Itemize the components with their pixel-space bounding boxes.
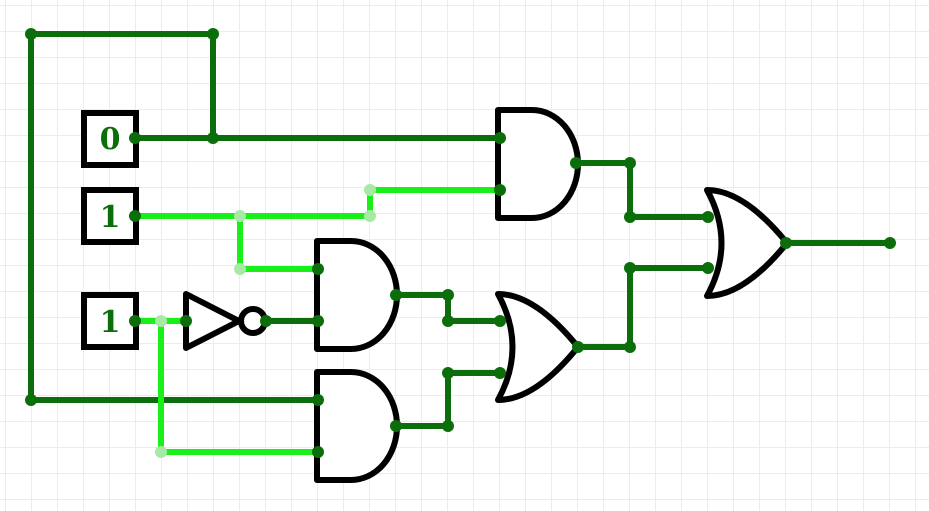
port-dot	[390, 289, 402, 301]
junction-dot	[624, 211, 636, 223]
input1-to-and2-wire[interactable]	[237, 213, 321, 272]
port-dot	[129, 132, 141, 144]
port-dot	[129, 315, 141, 327]
wires-low	[28, 31, 893, 429]
and3-to-or1-wire[interactable]	[393, 370, 503, 429]
and-gate-3[interactable]	[314, 369, 400, 483]
port-dot	[494, 367, 506, 379]
feedback-loop-wire[interactable]	[28, 31, 321, 403]
junction-dot	[207, 132, 219, 144]
port-dot	[260, 315, 272, 327]
and-gate-1[interactable]	[495, 107, 581, 221]
port-dot	[312, 446, 324, 458]
port-dot	[572, 341, 584, 353]
junction-dot	[624, 262, 636, 274]
input-switch-0-value: 0	[100, 122, 121, 157]
junction-dot	[234, 263, 246, 275]
input-switch-2[interactable]: 1	[81, 292, 139, 350]
junction-dot	[442, 315, 454, 327]
input-switch-1-value: 1	[100, 200, 121, 235]
junction-dot	[624, 157, 636, 169]
port-dot	[312, 263, 324, 275]
port-dot	[494, 184, 506, 196]
connection-dots	[25, 28, 896, 458]
port-dot	[180, 315, 192, 327]
and2-to-or1-wire[interactable]	[393, 292, 503, 324]
junction-dot	[624, 341, 636, 353]
port-dot	[570, 157, 582, 169]
port-dot	[702, 211, 714, 223]
junction-dot	[25, 394, 37, 406]
not-gate[interactable]	[183, 291, 242, 351]
junction-dot	[155, 446, 167, 458]
input-switch-0[interactable]: 0	[81, 110, 139, 168]
port-dot	[494, 132, 506, 144]
port-dot	[129, 210, 141, 222]
junction-dot	[442, 367, 454, 379]
input-switch-1[interactable]: 1	[81, 187, 139, 245]
port-dot	[780, 237, 792, 249]
junction-dot	[364, 210, 376, 222]
port-dot	[494, 315, 506, 327]
or1-to-or2-wire[interactable]	[575, 265, 711, 350]
and1-to-or2-wire[interactable]	[573, 160, 711, 220]
port-dot	[312, 394, 324, 406]
junction-dot	[207, 28, 219, 40]
output-dot[interactable]	[884, 237, 896, 249]
junction-dot	[364, 184, 376, 196]
port-dot	[390, 420, 402, 432]
junction-dot	[155, 315, 167, 327]
or-gate-1[interactable]	[495, 291, 581, 403]
port-dot	[702, 262, 714, 274]
input-switch-2-value: 1	[100, 305, 121, 340]
junction-dot	[234, 210, 246, 222]
junction-dot	[442, 289, 454, 301]
junction-dot	[25, 28, 37, 40]
or-gate-2[interactable]	[704, 187, 790, 299]
port-dot	[312, 315, 324, 327]
junction-dot	[442, 420, 454, 432]
input1-to-and1-wire[interactable]	[132, 187, 503, 219]
and-gate-2[interactable]	[314, 238, 400, 352]
